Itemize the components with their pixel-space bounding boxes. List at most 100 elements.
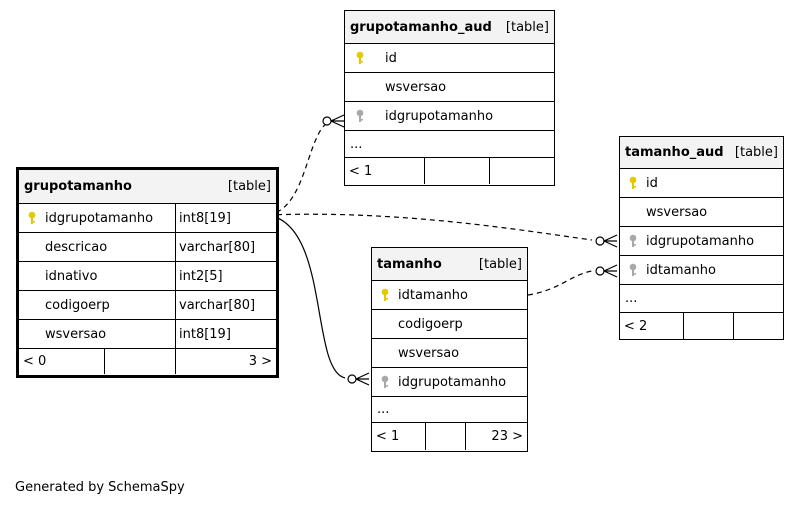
table-kind: [table] [227,179,271,194]
more-columns: ... [625,291,638,306]
column-name: idtamanho [398,287,468,303]
foreign-key-icon [345,102,375,130]
blank-icon [19,262,45,290]
footer-spacer [426,423,466,450]
blank-icon [620,198,646,226]
footer-spacer [684,313,734,339]
column-name: wsversao [385,79,447,95]
column-name: idgrupotamanho [646,233,755,249]
table-header: grupotamanho [table] [19,170,276,204]
edge-crowfoot [603,264,618,278]
column-name: idgrupotamanho [398,374,507,390]
table-tamanho-aud[interactable]: tamanho_aud [table] id wsversao idgrupot… [619,136,784,340]
blank-icon [19,291,45,319]
column-row: wsversao [372,339,527,368]
column-row: id [620,169,783,198]
parents-count[interactable]: < 1 [372,423,426,450]
column-row: wsversao int8[19] [19,320,276,349]
table-kind: [table] [734,145,778,160]
table-grupotamanho-aud[interactable]: grupotamanho_aud [table] id wsversao idg… [344,10,555,186]
table-footer: < 2 [620,313,783,339]
table-header: tamanho [table] [372,248,527,281]
column-row: idgrupotamanho int8[19] [19,204,276,233]
edge-tamanho-tamanho-aud [527,270,593,296]
edge-grupotamanho-tamanho [267,214,346,379]
column-row: idtamanho [620,256,783,285]
children-count [734,313,783,339]
column-type: varchar[80] [175,291,276,319]
generated-by-caption: Generated by SchemaSpy [15,480,185,495]
edge-grupotamanho-tamanho-aud [267,213,593,241]
table-footer: < 0 3 > [19,349,276,374]
column-row: codigoerp varchar[80] [19,291,276,320]
column-row: idgrupotamanho [372,368,527,397]
children-count[interactable]: 23 > [491,429,523,444]
parents-count[interactable]: < 1 [345,158,425,184]
children-count[interactable]: 3 > [248,354,272,369]
foreign-key-icon [620,256,646,284]
more-columns: ... [350,136,363,152]
footer-spacer [425,158,490,184]
edge-end-circle [347,374,357,384]
table-grupotamanho[interactable]: grupotamanho [table] idgrupotamanho int8… [16,167,279,378]
more-row: ... [372,397,527,423]
column-type: int2[5] [175,262,276,290]
column-name: idtamanho [646,262,716,278]
blank-icon [19,233,45,261]
blank-icon [372,310,398,338]
table-kind: [table] [505,19,549,35]
blank-icon [345,73,375,101]
blank-icon [19,320,45,348]
column-name: descricao [45,239,108,255]
edge-crowfoot [603,234,618,248]
edge-crowfoot [330,114,345,128]
column-name: idnativo [45,268,98,284]
column-type: int8[19] [175,204,276,232]
edge-end-circle [595,236,605,246]
more-columns: ... [377,402,390,417]
column-name: codigoerp [398,316,463,332]
table-tamanho[interactable]: tamanho [table] idtamanho codigoerp wsve… [371,247,528,452]
column-name: wsversao [646,204,708,220]
column-row: idtamanho [372,281,527,310]
column-name: id [646,175,658,191]
table-name: grupotamanho_aud [350,19,492,35]
table-name: grupotamanho [24,179,132,194]
column-type: varchar[80] [175,233,276,261]
column-name: idgrupotamanho [385,108,494,124]
more-row: ... [345,131,554,158]
foreign-key-icon [372,368,398,396]
footer-spacer [105,349,176,374]
edge-end-circle [322,116,332,126]
more-row: ... [620,285,783,313]
edge-grupotamanho-aud [267,119,335,216]
column-name: idgrupotamanho [45,210,154,226]
table-name: tamanho [377,256,442,272]
table-footer: < 1 [345,158,554,184]
parents-count[interactable]: < 2 [620,313,684,339]
children-count [490,158,554,184]
column-row: idgrupotamanho [345,102,554,131]
edge-end-circle [595,266,605,276]
column-row: idnativo int2[5] [19,262,276,291]
column-name: wsversao [398,345,460,361]
primary-key-icon [620,169,646,197]
primary-key-icon [372,281,398,309]
column-name: codigoerp [45,297,110,313]
table-header: grupotamanho_aud [table] [345,11,554,44]
foreign-key-icon [620,227,646,255]
column-row: codigoerp [372,310,527,339]
column-row: idgrupotamanho [620,227,783,256]
column-type: int8[19] [175,320,276,348]
column-name: wsversao [45,326,107,342]
column-name: id [385,50,397,66]
table-header: tamanho_aud [table] [620,137,783,169]
primary-key-icon [19,204,45,232]
column-row: descricao varchar[80] [19,233,276,262]
table-kind: [table] [478,256,522,272]
column-row: wsversao [345,73,554,102]
primary-key-icon [345,44,375,72]
table-name: tamanho_aud [625,145,724,160]
parents-count[interactable]: < 0 [19,349,105,374]
